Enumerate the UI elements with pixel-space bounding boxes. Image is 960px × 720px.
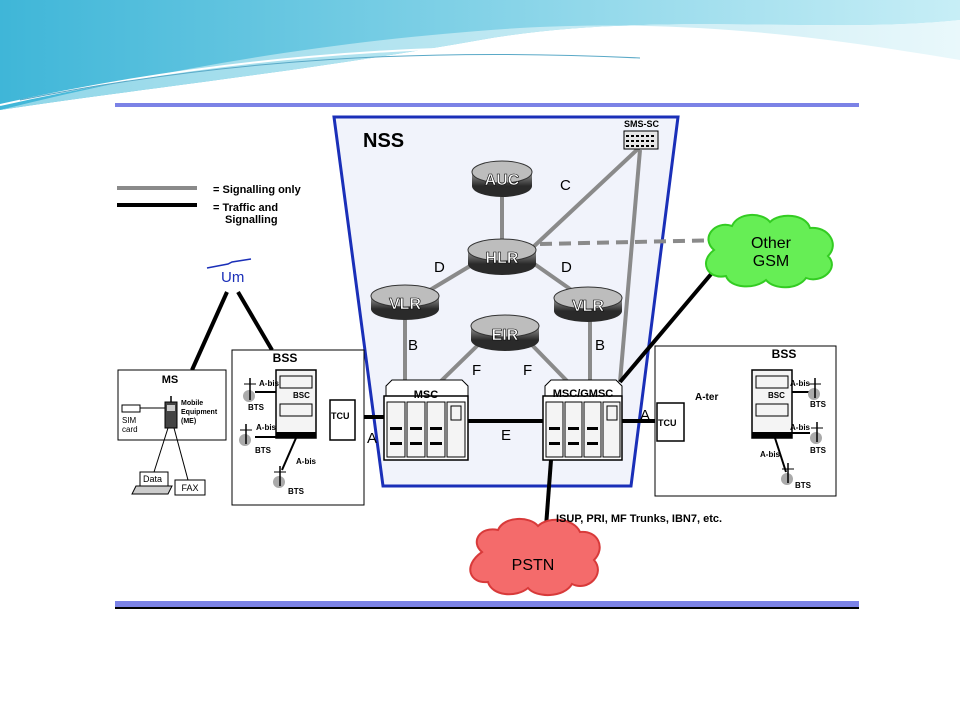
tcu-right-label: TCU (658, 418, 677, 428)
pstn-cloud: PSTN (469, 518, 601, 596)
other-gsm-line1: Other (751, 235, 792, 252)
msc-node: MSC (383, 379, 469, 461)
bts-left-1-icon (243, 378, 256, 402)
bss-right-group: BSS TCU A-ter BSC A-bis A-bis A-bis BTS … (654, 345, 837, 497)
sms-sc-node: SMS-SC (623, 119, 660, 150)
ms-group: MS SIM card Mobile Equipment (ME) Data F… (117, 369, 227, 496)
hlr-node: HLR (467, 238, 537, 275)
other-gsm-cloud: Other GSM (705, 214, 834, 289)
tcu-left-label: TCU (331, 411, 350, 421)
bts-left-2-label: BTS (255, 446, 272, 455)
bsc-right-label: BSC (768, 391, 785, 400)
a-ter-label: A-ter (695, 392, 718, 403)
vlr-left-label: VLR (389, 296, 421, 313)
auc-node: AUC (471, 160, 533, 197)
iface-c: C (560, 177, 571, 194)
bts-right-3-label: BTS (795, 481, 812, 490)
abis-right-2: A-bis (790, 423, 811, 432)
interface-labels: C D D B B F F E A A (367, 177, 650, 447)
eir-label: EIR (492, 327, 519, 344)
vlr-left-node: VLR (370, 284, 440, 320)
bts-right-2-icon (810, 422, 823, 444)
bsc-left-label: BSC (293, 391, 310, 400)
gmsc-label: MSC/GMSC (553, 388, 614, 400)
iface-d-right: D (561, 259, 572, 276)
me-line1: Mobile (181, 400, 203, 407)
fax-label: FAX (181, 483, 198, 493)
legend: = Signalling only = Traffic and Signalli… (117, 184, 302, 226)
vlr-right-node: VLR (553, 286, 623, 322)
abis-left-1: A-bis (259, 379, 280, 388)
iface-d-left: D (434, 259, 445, 276)
iface-a-right: A (640, 407, 650, 424)
bts-right-1-label: BTS (810, 400, 827, 409)
signalling-links (403, 145, 726, 384)
bss-left-group: BSS BSC TCU A-bis A-bis A-bis BTS BTS (231, 349, 365, 506)
msc-label: MSC (414, 389, 439, 401)
bss-left-title: BSS (273, 351, 298, 365)
um-interface: Um (206, 258, 252, 286)
abis-left-3: A-bis (296, 457, 317, 466)
iface-f-left: F (472, 362, 481, 379)
iface-e: E (501, 427, 511, 444)
traffic-links (190, 271, 752, 541)
um-label: Um (221, 269, 244, 286)
sim-line1: SIM (122, 416, 137, 425)
abis-left-2: A-bis (256, 423, 277, 432)
bts-right-2-label: BTS (810, 446, 827, 455)
vlr-right-label: VLR (572, 298, 604, 315)
pstn-label: PSTN (512, 557, 555, 574)
legend-traffic-2: Signalling (225, 214, 278, 226)
abis-right-1: A-bis (790, 379, 811, 388)
iface-b-left: B (408, 337, 418, 354)
top-rule (115, 103, 859, 107)
me-line3: (ME) (181, 418, 196, 425)
header-waves (0, 0, 960, 110)
bts-right-3-icon (781, 463, 794, 485)
abis-right-3: A-bis (760, 450, 781, 459)
ms-title: MS (162, 374, 179, 386)
hlr-label: HLR (486, 250, 519, 267)
bts-right-1-icon (808, 378, 821, 400)
sms-sc-label: SMS-SC (624, 119, 660, 129)
other-gsm-line2: GSM (753, 253, 789, 270)
legend-signalling: = Signalling only (213, 184, 302, 196)
legend-traffic-1: = Traffic and (213, 202, 278, 214)
eir-node: EIR (470, 314, 540, 351)
auc-label: AUC (485, 172, 520, 189)
nss-title: NSS (363, 130, 404, 152)
me-line2: Equipment (181, 409, 218, 416)
bts-left-1-label: BTS (248, 403, 265, 412)
iface-f-right: F (523, 362, 532, 379)
bts-left-3-icon (273, 466, 286, 488)
data-label: Data (143, 474, 162, 484)
bss-right-box (654, 345, 837, 497)
bts-left-2-icon (239, 424, 252, 446)
bts-left-3-label: BTS (288, 487, 305, 496)
bss-right-title: BSS (772, 347, 797, 361)
iface-b-right: B (595, 337, 605, 354)
trunks-label: ISUP, PRI, MF Trunks, IBN7, etc. (556, 513, 722, 525)
iface-a-left: A (367, 430, 377, 447)
sim-line2: card (122, 425, 138, 434)
gmsc-node: MSC/GMSC (542, 379, 623, 461)
bottom-rule (115, 601, 859, 607)
laptop-icon (131, 471, 173, 495)
